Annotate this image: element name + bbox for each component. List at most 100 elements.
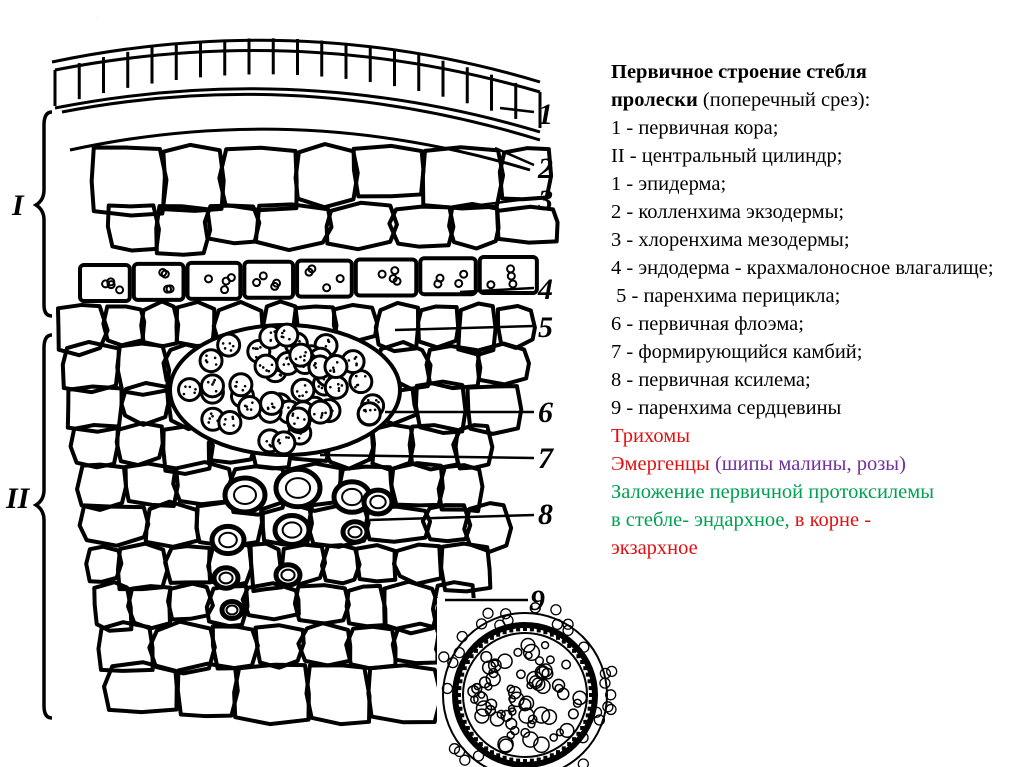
protoxylem-stem-text: в стебле- эндархное, — [611, 509, 795, 531]
inset-surround-cell — [599, 667, 612, 680]
inset-cell — [474, 708, 490, 724]
phloem-dot — [249, 408, 253, 411]
phloem-dot — [193, 391, 196, 395]
legend-item: 3 - хлоренхима мезодермы; — [611, 229, 850, 251]
phloem-dot — [287, 436, 291, 439]
phloem-dot — [282, 363, 286, 366]
parenchyma-cell — [143, 499, 201, 549]
legend-item: 4 - эндодерма - крахмалоносное влагалище… — [611, 257, 994, 279]
phloem-dot — [320, 413, 324, 417]
inset-bundle-dot — [523, 759, 527, 763]
epidermis-lower-2 — [69, 127, 531, 172]
legend-item: 2 - колленхима экзодермы; — [611, 201, 845, 223]
inset-bundle-dot — [462, 719, 467, 724]
starch-grain — [506, 271, 516, 281]
inset-cell — [500, 709, 513, 722]
phloem-dot — [228, 342, 232, 345]
inset-cell — [554, 683, 564, 693]
phloem-dot — [184, 385, 187, 388]
phloem-dot — [205, 354, 208, 357]
phloem-dot — [269, 331, 273, 334]
label-1: 1 — [538, 98, 553, 131]
xylem-vessel — [361, 487, 395, 517]
phloem-cell — [217, 410, 243, 436]
phloem-cell — [274, 322, 300, 348]
bracket-section-1 — [32, 110, 53, 318]
pith-cell — [304, 663, 372, 727]
phloem-dot — [182, 392, 186, 396]
parenchyma-cell — [147, 619, 217, 676]
starch-grain — [508, 279, 518, 289]
parenchyma-cell — [495, 303, 537, 350]
label-9: 9 — [530, 584, 545, 617]
legend-title-normal: (поперечный срез): — [697, 89, 871, 111]
inset-bundle-dot — [529, 758, 534, 763]
parenchyma-cell — [420, 503, 473, 544]
phloem-dot — [261, 366, 265, 369]
leader-line — [479, 196, 535, 207]
inset-bundle-dot — [469, 731, 474, 736]
phloem-dot — [212, 381, 215, 384]
inset-surround-cell — [605, 689, 617, 701]
parenchyma-cell — [253, 623, 306, 670]
phloem-dot — [267, 369, 271, 373]
phloem-dot — [373, 408, 377, 412]
pith-cell — [102, 660, 179, 715]
parenchyma-cell — [121, 461, 180, 508]
inset-cell — [497, 735, 514, 753]
phloem-dot — [324, 411, 327, 415]
inset-bundle-dot — [561, 746, 566, 751]
inset-bundle-dot — [516, 758, 521, 763]
phloem-dot — [294, 357, 298, 361]
inset-surround-cell — [602, 701, 614, 713]
xylem-vessel-lumen — [281, 521, 303, 539]
phloem-dot — [285, 356, 289, 360]
phloem-cell — [323, 374, 349, 400]
inset-cell — [545, 655, 555, 665]
phloem-dot — [291, 412, 295, 415]
inset-cell — [541, 709, 558, 726]
xylem-vessel-lumen — [369, 494, 387, 510]
parenchyma-cell — [96, 620, 155, 673]
phloem-dot — [285, 436, 288, 439]
inset-surround-cell — [577, 732, 589, 744]
inset-bundle-dot — [567, 643, 572, 648]
epidermis-base — [54, 87, 541, 134]
phloem-dot — [335, 361, 339, 364]
phloem-dot — [223, 347, 227, 350]
label-leader-lines — [319, 106, 535, 602]
xylem-vessel — [222, 475, 268, 515]
leader-line — [369, 513, 535, 522]
phloem-cell — [323, 354, 349, 380]
inset-surround-cell — [453, 745, 466, 758]
parenchyma-cell — [451, 423, 495, 471]
inset-surround-cell — [529, 602, 541, 614]
phloem-dot — [287, 406, 290, 409]
phloem-dot — [337, 386, 341, 390]
phloem-dot — [232, 424, 235, 427]
chlorenchyma-cell — [447, 201, 501, 251]
inset-surround-cell — [453, 647, 465, 659]
phloem-dot — [301, 394, 304, 397]
inset-cell — [522, 731, 539, 748]
phloem-dot — [269, 445, 273, 448]
phloem-dot — [265, 369, 268, 372]
label-4: 4 — [537, 273, 553, 306]
inset-cell — [475, 700, 493, 717]
inset-cell — [515, 669, 526, 680]
pith-cell — [232, 662, 311, 727]
phloem-dot — [211, 414, 214, 418]
inset-bundle-dot — [543, 630, 548, 635]
phloem-dot — [320, 386, 324, 390]
protoxylem-line-1: Заложение первичной протоксилемы — [611, 481, 935, 503]
inset-cell — [480, 650, 493, 664]
phloem-dot — [366, 398, 370, 402]
inset-cell — [534, 656, 545, 666]
legend-item: 1 - эпидерма; — [611, 173, 727, 195]
parenchyma-cell — [115, 541, 170, 592]
phloem-dot — [206, 380, 210, 384]
label-section-2: II — [5, 482, 31, 515]
inset-cell — [526, 681, 534, 690]
phloem-dot — [297, 436, 301, 440]
phloem-dot — [258, 364, 262, 367]
